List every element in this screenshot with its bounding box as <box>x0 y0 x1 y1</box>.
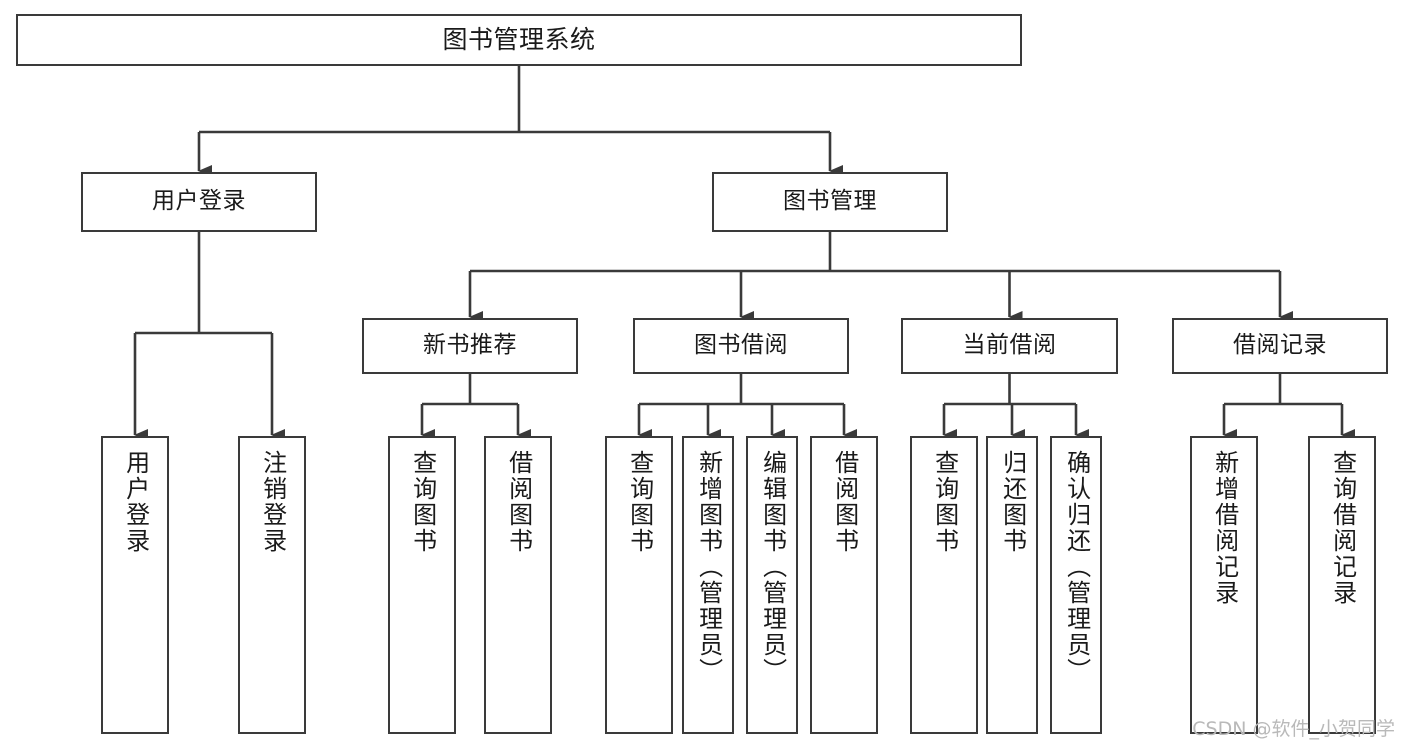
node-l3_bor2[interactable]: 新增图书（管理员） <box>682 436 734 734</box>
node-label: 编辑图书（管理员） <box>758 450 787 684</box>
node-l3_bor3[interactable]: 编辑图书（管理员） <box>746 436 798 734</box>
node-label: 用户登录 <box>121 450 150 554</box>
node-l3_bor4[interactable]: 借阅图书 <box>810 436 878 734</box>
node-l2b[interactable]: 图书借阅 <box>633 318 849 374</box>
node-label: 归还图书 <box>998 450 1027 554</box>
node-l2d[interactable]: 借阅记录 <box>1172 318 1388 374</box>
node-l3_cur2[interactable]: 归还图书 <box>986 436 1038 734</box>
node-l2c[interactable]: 当前借阅 <box>901 318 1118 374</box>
node-label: 用户登录 <box>152 188 246 215</box>
node-label: 查询借阅记录 <box>1328 450 1357 606</box>
node-label: 查询图书 <box>930 450 959 554</box>
watermark: CSDN @软件_小贺同学 <box>1192 718 1395 740</box>
node-label: 图书管理系统 <box>442 25 596 55</box>
node-l3_log2[interactable]: 查询借阅记录 <box>1308 436 1376 734</box>
node-label: 查询图书 <box>625 450 654 554</box>
node-label: 查询图书 <box>408 450 437 554</box>
node-label: 新书推荐 <box>423 332 517 359</box>
node-l3_login2[interactable]: 注销登录 <box>238 436 306 734</box>
node-label: 借阅记录 <box>1233 332 1327 359</box>
node-label: 借阅图书 <box>504 450 533 554</box>
node-label: 注销登录 <box>258 450 287 554</box>
node-l3_cur1[interactable]: 查询图书 <box>910 436 978 734</box>
node-l2a[interactable]: 新书推荐 <box>362 318 578 374</box>
node-l1a[interactable]: 用户登录 <box>81 172 317 232</box>
node-l3_rec2[interactable]: 借阅图书 <box>484 436 552 734</box>
node-l3_login1[interactable]: 用户登录 <box>101 436 169 734</box>
node-label: 当前借阅 <box>962 332 1057 359</box>
node-l3_cur3[interactable]: 确认归还（管理员） <box>1050 436 1102 734</box>
node-label: 图书借阅 <box>694 332 788 359</box>
node-l1b[interactable]: 图书管理 <box>712 172 948 232</box>
node-label: 确认归还（管理员） <box>1062 450 1091 684</box>
node-l3_rec1[interactable]: 查询图书 <box>388 436 456 734</box>
node-label: 图书管理 <box>783 188 877 215</box>
node-label: 新增借阅记录 <box>1210 450 1239 606</box>
node-label: 借阅图书 <box>830 450 859 554</box>
node-l3_bor1[interactable]: 查询图书 <box>605 436 673 734</box>
node-label: 新增图书（管理员） <box>694 450 723 684</box>
node-l3_log1[interactable]: 新增借阅记录 <box>1190 436 1258 734</box>
node-root[interactable]: 图书管理系统 <box>16 14 1022 66</box>
